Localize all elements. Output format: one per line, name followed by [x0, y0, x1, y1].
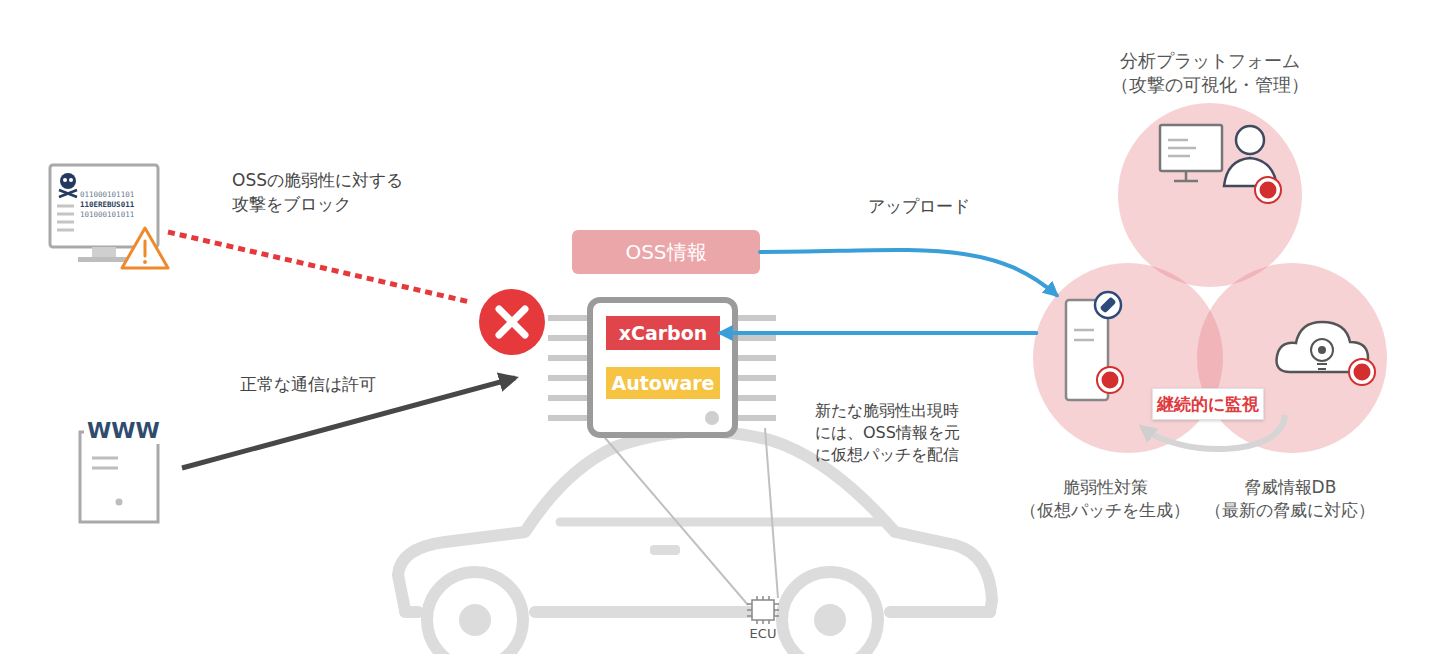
block-cross — [499, 309, 525, 335]
node-text: 分析プラットフォーム （攻撃の可視化・管理） — [1100, 49, 1320, 97]
chip-pin — [548, 415, 592, 421]
binary-text: 101000101011 — [80, 210, 134, 219]
monitor-icon — [1160, 125, 1222, 171]
circle-fill — [1197, 263, 1387, 453]
circle-outline — [1033, 263, 1223, 453]
wheel-hub — [814, 604, 846, 636]
ecu-chip: ECU — [746, 596, 780, 624]
attack-path — [168, 232, 470, 302]
car-wheel — [427, 572, 523, 654]
chip-dot — [705, 411, 719, 425]
connector-arrow — [760, 250, 1057, 295]
block-mark — [479, 289, 545, 355]
chip-pin — [548, 355, 592, 361]
chip-body — [590, 300, 735, 435]
node-text: Autoware — [606, 367, 720, 399]
car-sill — [405, 606, 990, 618]
circle-outline — [1118, 103, 1302, 287]
chip-pin — [548, 315, 592, 321]
chip-pin — [733, 395, 776, 401]
shield-badge — [1349, 359, 1375, 385]
person-icon — [1224, 158, 1277, 186]
warning-dot — [143, 260, 147, 264]
patch-bandage — [1100, 297, 1117, 314]
web-server — [80, 432, 158, 522]
monitoring-loop-arrow — [1143, 415, 1285, 449]
bulb-base — [1317, 364, 1327, 369]
skull-eye — [69, 178, 73, 182]
circle-fill — [1033, 263, 1223, 453]
chip-pin — [548, 335, 592, 341]
chip-outline — [746, 596, 780, 624]
binary-text: 011000101101 — [80, 190, 134, 199]
car-window-line — [560, 518, 880, 527]
screen-lines — [1168, 140, 1196, 156]
chip-pins — [747, 596, 779, 624]
circle-outline — [1197, 263, 1387, 453]
warning-mark — [144, 241, 147, 256]
cloud-icon — [1277, 322, 1368, 372]
node-text: 脆弱性対策 （仮想パッチを生成） — [1010, 476, 1200, 522]
screen-lines — [57, 206, 74, 230]
node-text: ECU — [733, 626, 793, 642]
edge-label: 新たな脆弱性出現時 には、OSS情報を元 に仮想パッチを配信 — [815, 400, 985, 466]
server-lines — [92, 458, 118, 468]
wheel-hub — [459, 604, 491, 636]
skull-eye — [63, 178, 67, 182]
chip-pin — [733, 335, 776, 341]
chip-pin — [548, 395, 592, 401]
chip-pin — [733, 315, 776, 321]
patch-badge — [1095, 292, 1121, 318]
node-text: xCarbon — [606, 316, 720, 350]
node-text: 脅威情報DB （最新の脅威に対応） — [1195, 476, 1385, 522]
shield-badge-core — [1260, 182, 1277, 199]
note-label: 正常な通信は許可 — [240, 372, 376, 396]
server-led — [116, 499, 123, 506]
monitor-stand — [1174, 171, 1198, 181]
monitor-tag: 継続的に監視 — [1152, 388, 1264, 420]
crossbones — [59, 190, 77, 197]
binary-text: 110EREBUS011 — [80, 200, 134, 209]
server-label: WWW — [84, 418, 163, 444]
edge-label: アップロード — [868, 194, 970, 218]
skull-icon — [60, 173, 76, 189]
server-icon — [1066, 300, 1108, 400]
car-wheel — [782, 572, 878, 654]
shield-badge-core — [1354, 364, 1371, 381]
chip-pin — [548, 375, 592, 381]
platform-circle: 脆弱性対策 （仮想パッチを生成） — [1033, 263, 1223, 453]
note-label: OSSの脆弱性に対する 攻撃をブロック — [232, 168, 432, 216]
module-box: xCarbon — [606, 316, 720, 350]
server-lines — [1074, 330, 1094, 340]
chip-pin — [733, 375, 776, 381]
platform-circle: 脅威情報DB （最新の脅威に対応） — [1197, 263, 1387, 453]
shield-badge-core — [1102, 372, 1119, 389]
module-box: Autoware — [606, 367, 720, 399]
shield-badge — [1097, 367, 1123, 393]
bulb-icon — [1311, 339, 1333, 361]
door-handle — [650, 545, 680, 555]
warning-triangle — [122, 228, 168, 268]
chip-pin — [733, 355, 776, 361]
shield-badge — [1255, 177, 1281, 203]
node-text: OSS情報 — [572, 230, 760, 274]
person-head — [1236, 126, 1264, 154]
connector-arrow — [720, 331, 1036, 335]
circle-fill — [1118, 103, 1302, 287]
leader-line — [600, 428, 778, 605]
biohazard-core — [1318, 346, 1326, 354]
node-text: 継続的に監視 — [1153, 389, 1263, 419]
monitor-base — [78, 257, 130, 262]
chip-body — [752, 600, 774, 620]
monitor-stand — [92, 247, 116, 257]
platform-circle: 分析プラットフォーム （攻撃の可視化・管理） — [1118, 103, 1302, 287]
info-box: OSS情報 — [572, 230, 760, 274]
chip-pin — [733, 415, 776, 421]
